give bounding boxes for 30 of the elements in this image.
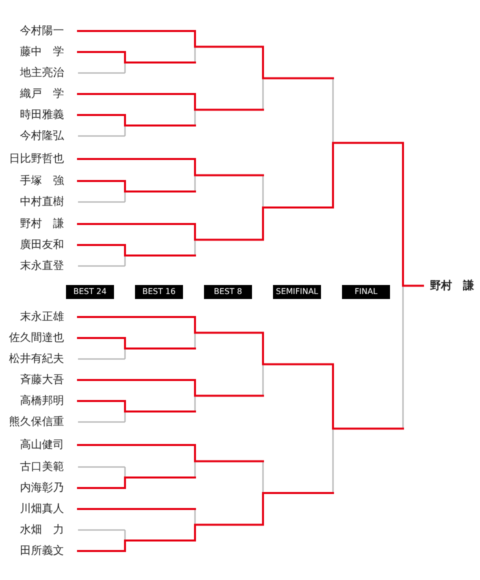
player-name: 高山健司 (20, 438, 64, 452)
champion-name: 野村 謙 (430, 278, 474, 293)
round-label: BEST 24 (66, 285, 114, 299)
player-name: 手塚 強 (20, 174, 64, 188)
player-name: 水畑 力 (20, 523, 64, 537)
player-name: 熊久保信重 (9, 415, 64, 429)
player-name: 地主亮治 (20, 66, 64, 80)
player-name: 高橋邦明 (20, 394, 64, 408)
player-name: 中村直樹 (20, 195, 64, 209)
round-label: SEMIFINAL (273, 285, 321, 299)
player-name: 末永直登 (20, 259, 64, 273)
player-name: 田所義文 (20, 544, 64, 558)
player-name: 古口美範 (20, 460, 64, 474)
round-label: BEST 16 (135, 285, 183, 299)
player-name: 佐久間達也 (9, 331, 64, 345)
player-name: 織戸 学 (20, 87, 64, 101)
player-name: 藤中 学 (20, 45, 64, 59)
player-name: 今村隆弘 (20, 129, 64, 143)
player-name: 廣田友和 (20, 238, 64, 252)
player-name: 末永正雄 (20, 310, 64, 324)
round-label: BEST 8 (204, 285, 252, 299)
player-name: 斉藤大吾 (20, 373, 64, 387)
player-name: 川畑真人 (20, 502, 64, 516)
player-name: 野村 謙 (20, 217, 64, 231)
player-name: 松井有紀夫 (9, 352, 64, 366)
player-name: 内海彰乃 (20, 481, 64, 495)
player-name: 今村陽一 (20, 24, 64, 38)
round-label: FINAL (342, 285, 390, 299)
player-name: 日比野哲也 (9, 152, 64, 166)
player-name: 時田雅義 (20, 108, 64, 122)
